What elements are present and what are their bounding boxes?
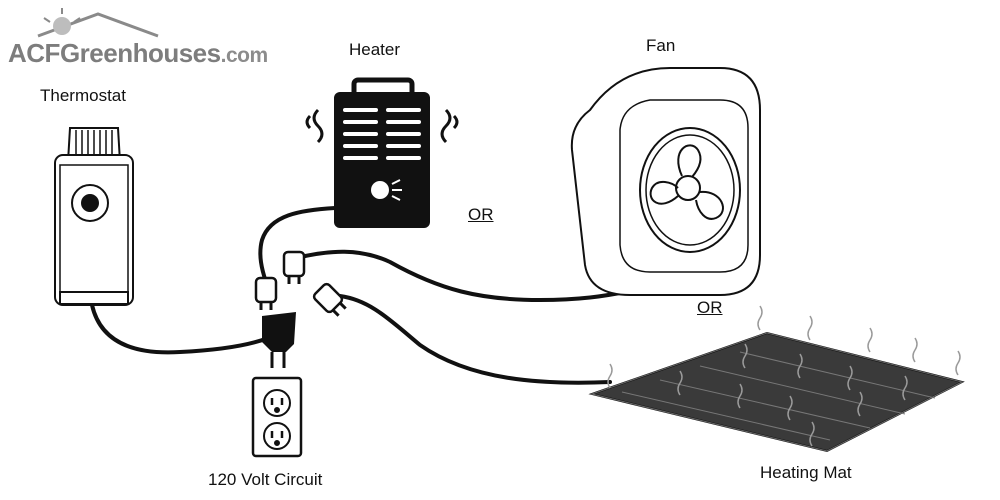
logo-house-icon (37, 8, 159, 38)
plug-mat-icon (312, 282, 347, 317)
thermostat-plug-icon (262, 312, 296, 368)
outlet-label: 120 Volt Circuit (208, 470, 323, 489)
fan-icon (570, 67, 761, 296)
fan-label: Fan (646, 36, 676, 55)
cables (90, 206, 627, 385)
thermostat-label: Thermostat (40, 86, 126, 105)
thermostat-icon (54, 127, 134, 306)
thermostat-cable (90, 303, 270, 355)
plug-heater-icon (254, 276, 278, 310)
logo-domain: .com (220, 44, 269, 67)
fan-cable (294, 249, 627, 303)
plug-fan-icon (282, 250, 306, 284)
heater-icon (305, 77, 459, 228)
heating-mat-icon (588, 305, 965, 453)
or-label-1: OR (468, 205, 494, 224)
heating-mat-label: Heating Mat (760, 463, 852, 482)
heater-cable (258, 206, 337, 284)
logo-name: Greenhouses (59, 38, 221, 68)
logo-brand: ACF (8, 38, 60, 68)
brand-logo: ACFGreenhouses.com (8, 38, 268, 69)
or-label-2: OR (697, 298, 723, 317)
outlet-icon (251, 376, 303, 458)
mat-cable (338, 294, 612, 385)
heater-label: Heater (349, 40, 401, 59)
